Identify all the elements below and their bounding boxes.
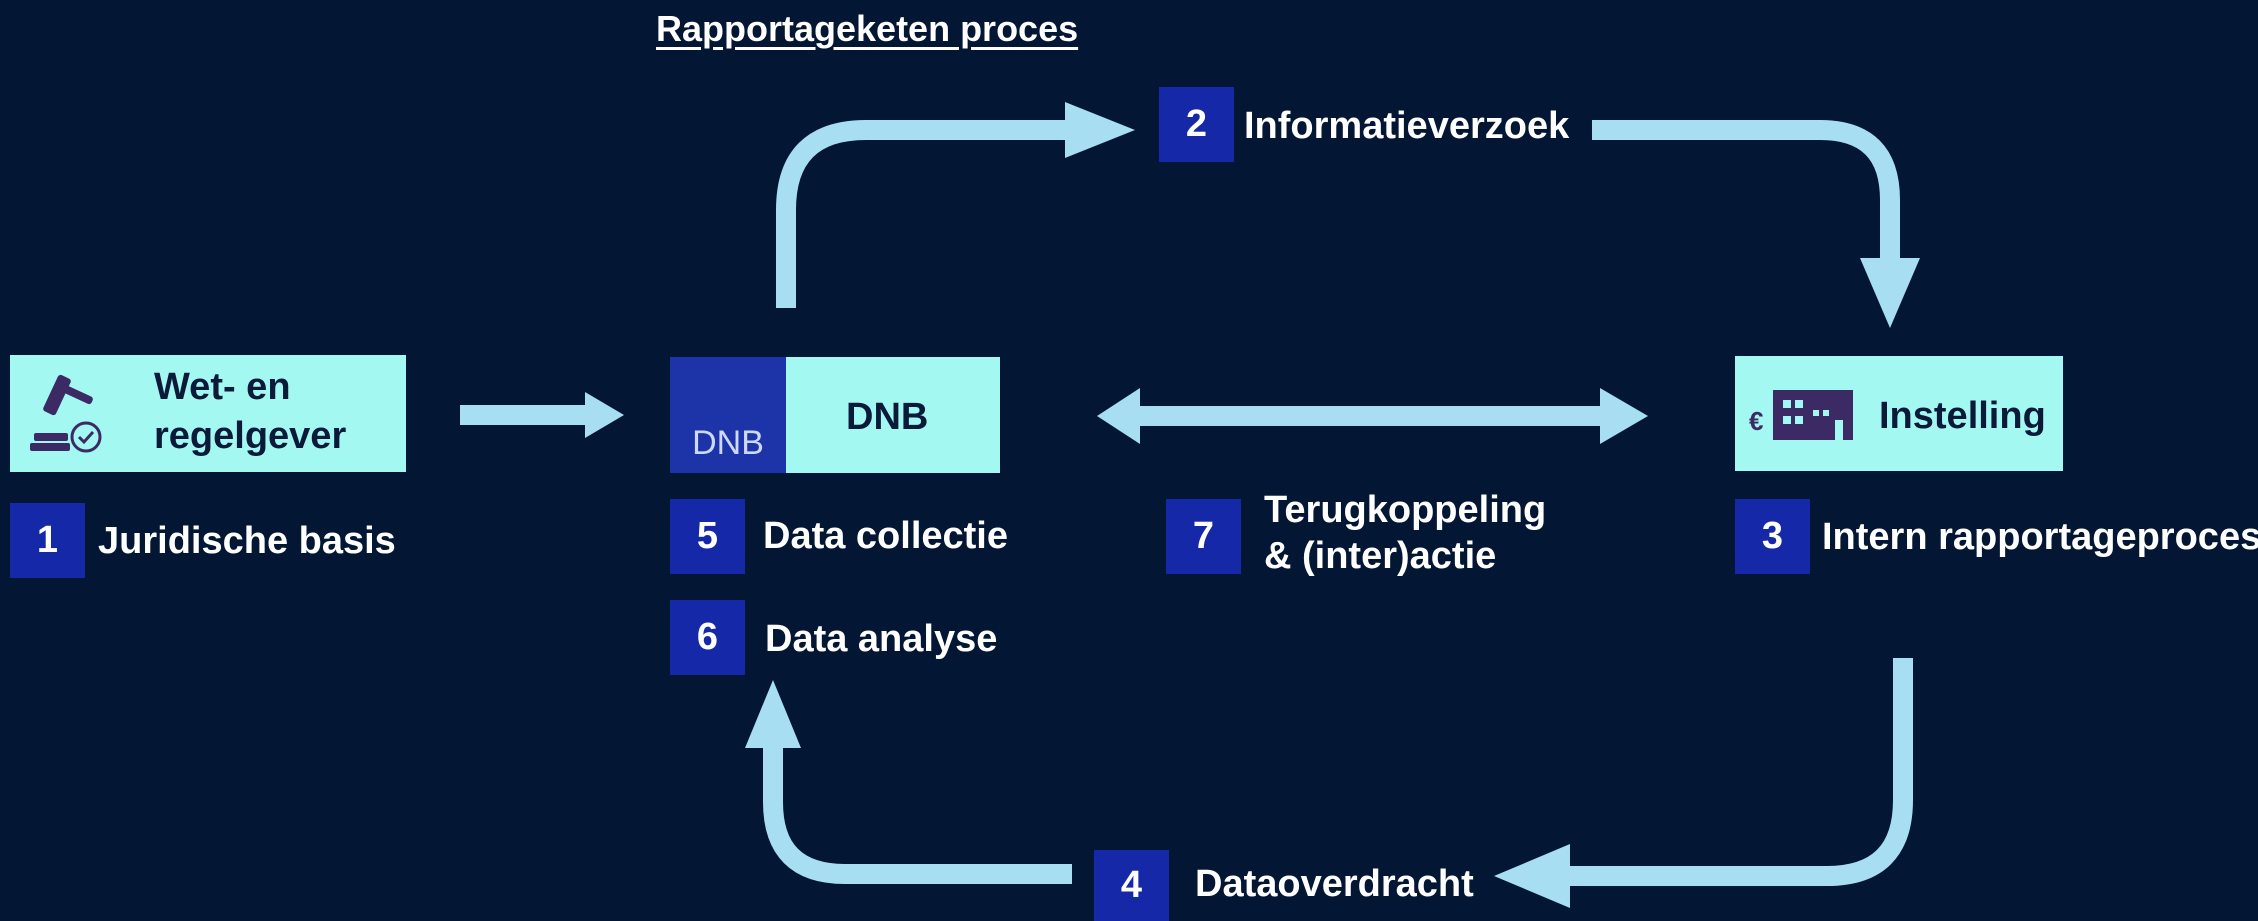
institution-box: € Instelling [1735, 356, 2063, 471]
step-5-label: Data collectie [763, 515, 1008, 557]
step-7-label-line2: & (inter)actie [1264, 534, 1497, 577]
building-euro-icon: € [1749, 390, 1853, 440]
step-2-number: 2 [1159, 87, 1234, 162]
step-1-number: 1 [10, 503, 85, 578]
step-3-label: Intern rapportageproces [1822, 516, 2258, 558]
step-3-number: 3 [1735, 499, 1810, 574]
step-1-label: Juridische basis [98, 520, 396, 562]
regulator-label-line2: regelgever [154, 415, 347, 458]
step-6-label: Data analyse [765, 618, 998, 660]
regulator-label-line1: Wet- en [154, 366, 291, 408]
arrow-institution-to-transfer [1570, 658, 1913, 886]
step-7-label: Terugkoppeling & (inter)actie [1264, 488, 1546, 579]
arrow-dnb-to-request [776, 120, 1065, 308]
step-4-number: 4 [1094, 850, 1169, 921]
step-5-number: 5 [670, 499, 745, 574]
institution-label: Instelling [1879, 395, 2046, 437]
arrow-transfer-to-dnb [763, 748, 1072, 884]
step-4-label: Dataoverdracht [1195, 863, 1474, 905]
step-6-number: 6 [670, 600, 745, 675]
arrow-request-to-institution [1592, 120, 1900, 260]
svg-text:€: € [1749, 406, 1763, 436]
gavel-check-icon [30, 374, 102, 453]
dnb-logo: DNB [670, 357, 786, 473]
step-7-label-line1: Terugkoppeling [1264, 489, 1547, 531]
dnb-label: DNB [846, 396, 929, 438]
regulator-box: Wet- en regelgever [10, 355, 406, 472]
step-7-number: 7 [1166, 499, 1241, 574]
diagram-title: Rapportageketen proces [656, 8, 1079, 49]
step-2-label: Informatieverzoek [1244, 105, 1570, 147]
